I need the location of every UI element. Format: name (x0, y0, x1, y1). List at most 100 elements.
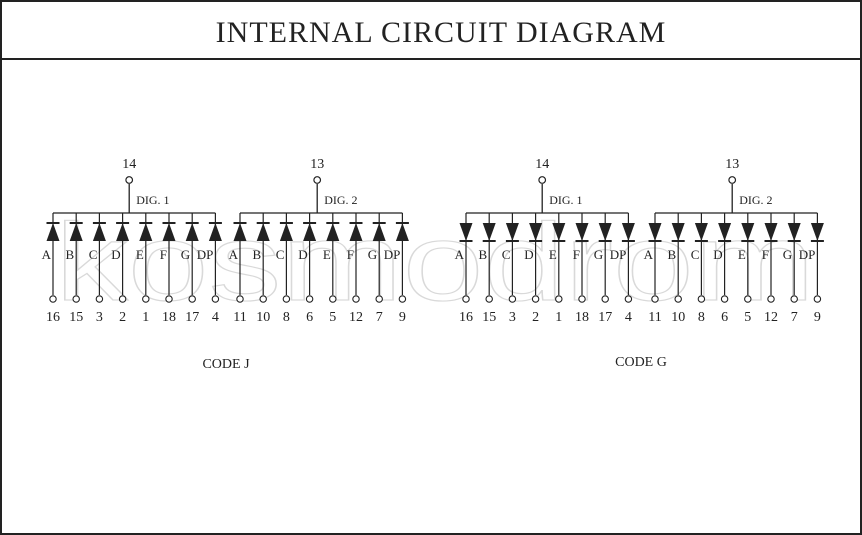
segment-pin-number: 11 (233, 310, 246, 325)
diode-triangle (482, 223, 496, 241)
segment-pin-number: 6 (721, 310, 728, 325)
segment-pin-terminal (211, 295, 220, 303)
segment-d-branch: D2 (111, 213, 130, 325)
diode-triangle (303, 223, 317, 241)
segment-dp-branch: DP9 (384, 213, 409, 325)
segment-label: G (368, 247, 377, 262)
segment-label: C (691, 247, 700, 262)
segment-pin-number: 8 (698, 310, 705, 325)
segment-b-branch: B 10 (253, 213, 270, 325)
common-pin-terminal (125, 176, 134, 184)
diode-triangle (69, 223, 83, 241)
common-pin-number: 13 (725, 157, 739, 172)
segment-pin-terminal (555, 295, 563, 303)
segment-pin-terminal (329, 295, 337, 303)
segment-b-branch: B10 (668, 213, 685, 325)
segment-pin-number: 12 (349, 310, 363, 325)
diode-triangle (718, 223, 732, 241)
diode-triangle (598, 223, 612, 241)
segment-pin-number: 16 (46, 310, 60, 325)
diode-triangle (162, 223, 176, 241)
segment-pin-number: 17 (598, 310, 612, 325)
segment-pin-number: 9 (814, 310, 821, 325)
diode-triangle (552, 223, 566, 241)
segment-pin-terminal (72, 295, 80, 303)
segment-pin-number: 1 (555, 310, 562, 325)
common-pin-terminal (313, 176, 322, 184)
segment-pin-terminal (485, 295, 493, 303)
segment-pin-terminal (651, 295, 659, 303)
segment-pin-number: 1 (142, 310, 149, 325)
segment-pin-number: 7 (376, 310, 383, 325)
segment-label: A (42, 247, 52, 262)
segment-label: F (573, 247, 580, 262)
segment-label: B (479, 247, 488, 262)
common-pin-number: 13 (310, 157, 324, 172)
segment-g-branch: G7 (783, 213, 801, 325)
segment-pin-number: 6 (306, 310, 313, 325)
segment-pin-number: 15 (482, 310, 496, 325)
segment-pin-number: 3 (96, 310, 103, 325)
digit-label: DIG. 1 (136, 193, 169, 207)
segment-pin-number: 10 (256, 310, 270, 325)
segment-d-branch: D6 (298, 213, 317, 325)
segment-pin-terminal (601, 295, 609, 303)
diode-triangle (326, 223, 340, 241)
code-label: CODE G (615, 355, 667, 370)
segment-b-branch: B15 (66, 213, 83, 325)
segment-label: D (524, 247, 533, 262)
segment-pin-terminal (305, 295, 314, 303)
segment-label: DP (610, 247, 627, 262)
segment-pin-number: 7 (791, 310, 798, 325)
segment-pin-number: 11 (648, 310, 661, 325)
segment-pin-number: 5 (329, 310, 336, 325)
diode-triangle (116, 223, 130, 241)
segment-label: G (783, 247, 792, 262)
segment-pin-terminal (813, 295, 822, 303)
diode-triangle (185, 223, 199, 241)
digit-label: DIG. 1 (549, 193, 582, 207)
segment-label: F (347, 247, 354, 262)
segment-pin-terminal (720, 295, 729, 303)
common-pin-terminal (728, 176, 737, 184)
diode-triangle (372, 223, 386, 241)
segment-c-branch: C3 (89, 213, 106, 325)
segment-label: G (594, 247, 603, 262)
segment-e-branch: E5 (323, 213, 340, 325)
segment-pin-terminal (697, 295, 706, 303)
diode-triangle (233, 223, 247, 241)
segment-label: C (502, 247, 511, 262)
segment-label: D (111, 247, 120, 262)
segment-pin-terminal (462, 295, 470, 303)
segment-dp-branch: DP4 (610, 213, 635, 325)
segment-label: C (89, 247, 98, 262)
segment-label: DP (197, 247, 214, 262)
segment-pin-terminal (790, 295, 798, 303)
segment-pin-terminal (95, 295, 104, 303)
segment-pin-number: 4 (212, 310, 219, 325)
segment-pin-terminal (259, 295, 267, 303)
diode-triangle (46, 223, 60, 241)
segment-c-branch: C8 (691, 213, 708, 325)
diode-triangle (648, 223, 662, 241)
segment-label: E (136, 247, 144, 262)
segment-label: F (160, 247, 167, 262)
diode-triangle (139, 223, 153, 241)
diode-triangle (505, 223, 519, 241)
segment-pin-terminal (142, 295, 150, 303)
diode-triangle (208, 223, 222, 241)
segment-pin-terminal (508, 295, 517, 303)
segment-a-branch: A 11 (644, 213, 662, 325)
segment-g-branch: G17 (181, 213, 199, 325)
segment-e-branch: E1 (136, 213, 153, 325)
segment-label: B (253, 247, 262, 262)
segment-label: A (644, 247, 654, 262)
diode-triangle (575, 223, 589, 241)
